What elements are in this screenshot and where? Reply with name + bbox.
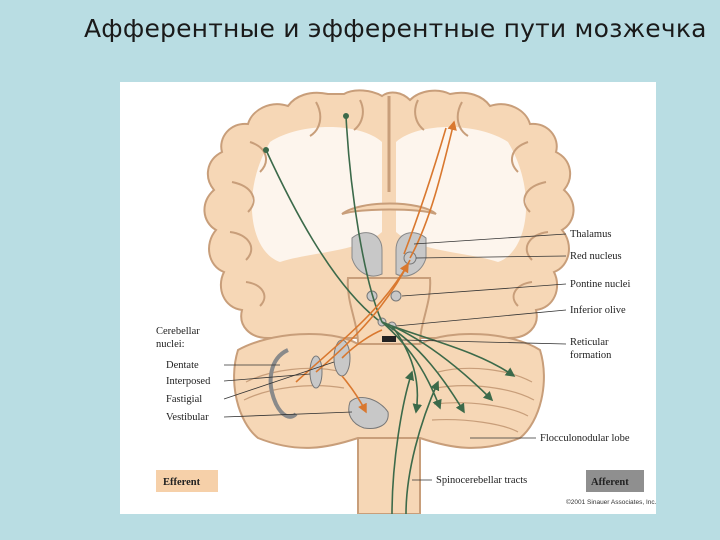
- label-formation: formation: [570, 350, 612, 361]
- label-red-nucleus: Red nucleus: [570, 251, 622, 262]
- label-pontine-nuclei: Pontine nuclei: [570, 279, 630, 290]
- label-vestibular: Vestibular: [166, 412, 209, 423]
- legend-afferent-swatch: [586, 470, 644, 492]
- label-spinocerebellar-tracts: Spinocerebellar tracts: [436, 475, 527, 486]
- dentate-nucleus: [268, 348, 298, 419]
- legend-efferent-label: Efferent: [163, 477, 201, 488]
- label-reticular: Reticular: [570, 337, 609, 348]
- label-cerebellar: Cerebellar: [156, 326, 200, 337]
- cerebellum-pathways-figure: Thalamus Red nucleus Pontine nuclei Infe…: [120, 82, 656, 514]
- slide-title: Афферентные и эфферентные пути мозжечка: [84, 14, 707, 43]
- legend-efferent-swatch: [156, 470, 218, 492]
- cerebellum: [233, 332, 545, 449]
- label-thalamus: Thalamus: [570, 229, 611, 240]
- label-fastigial: Fastigial: [166, 394, 202, 405]
- label-inferior-olive: Inferior olive: [570, 305, 626, 316]
- thalamus: [351, 232, 383, 277]
- brain-diagram: Thalamus Red nucleus Pontine nuclei Infe…: [156, 89, 656, 514]
- label-flocculonodular-lobe: Flocculonodular lobe: [540, 433, 630, 444]
- legend-afferent-label: Afferent: [591, 477, 629, 488]
- label-interposed: Interposed: [166, 376, 211, 387]
- copyright-text: ©2001 Sinauer Associates, Inc.: [566, 498, 656, 506]
- label-nuclei: nuclei:: [156, 339, 185, 350]
- label-dentate: Dentate: [166, 360, 199, 371]
